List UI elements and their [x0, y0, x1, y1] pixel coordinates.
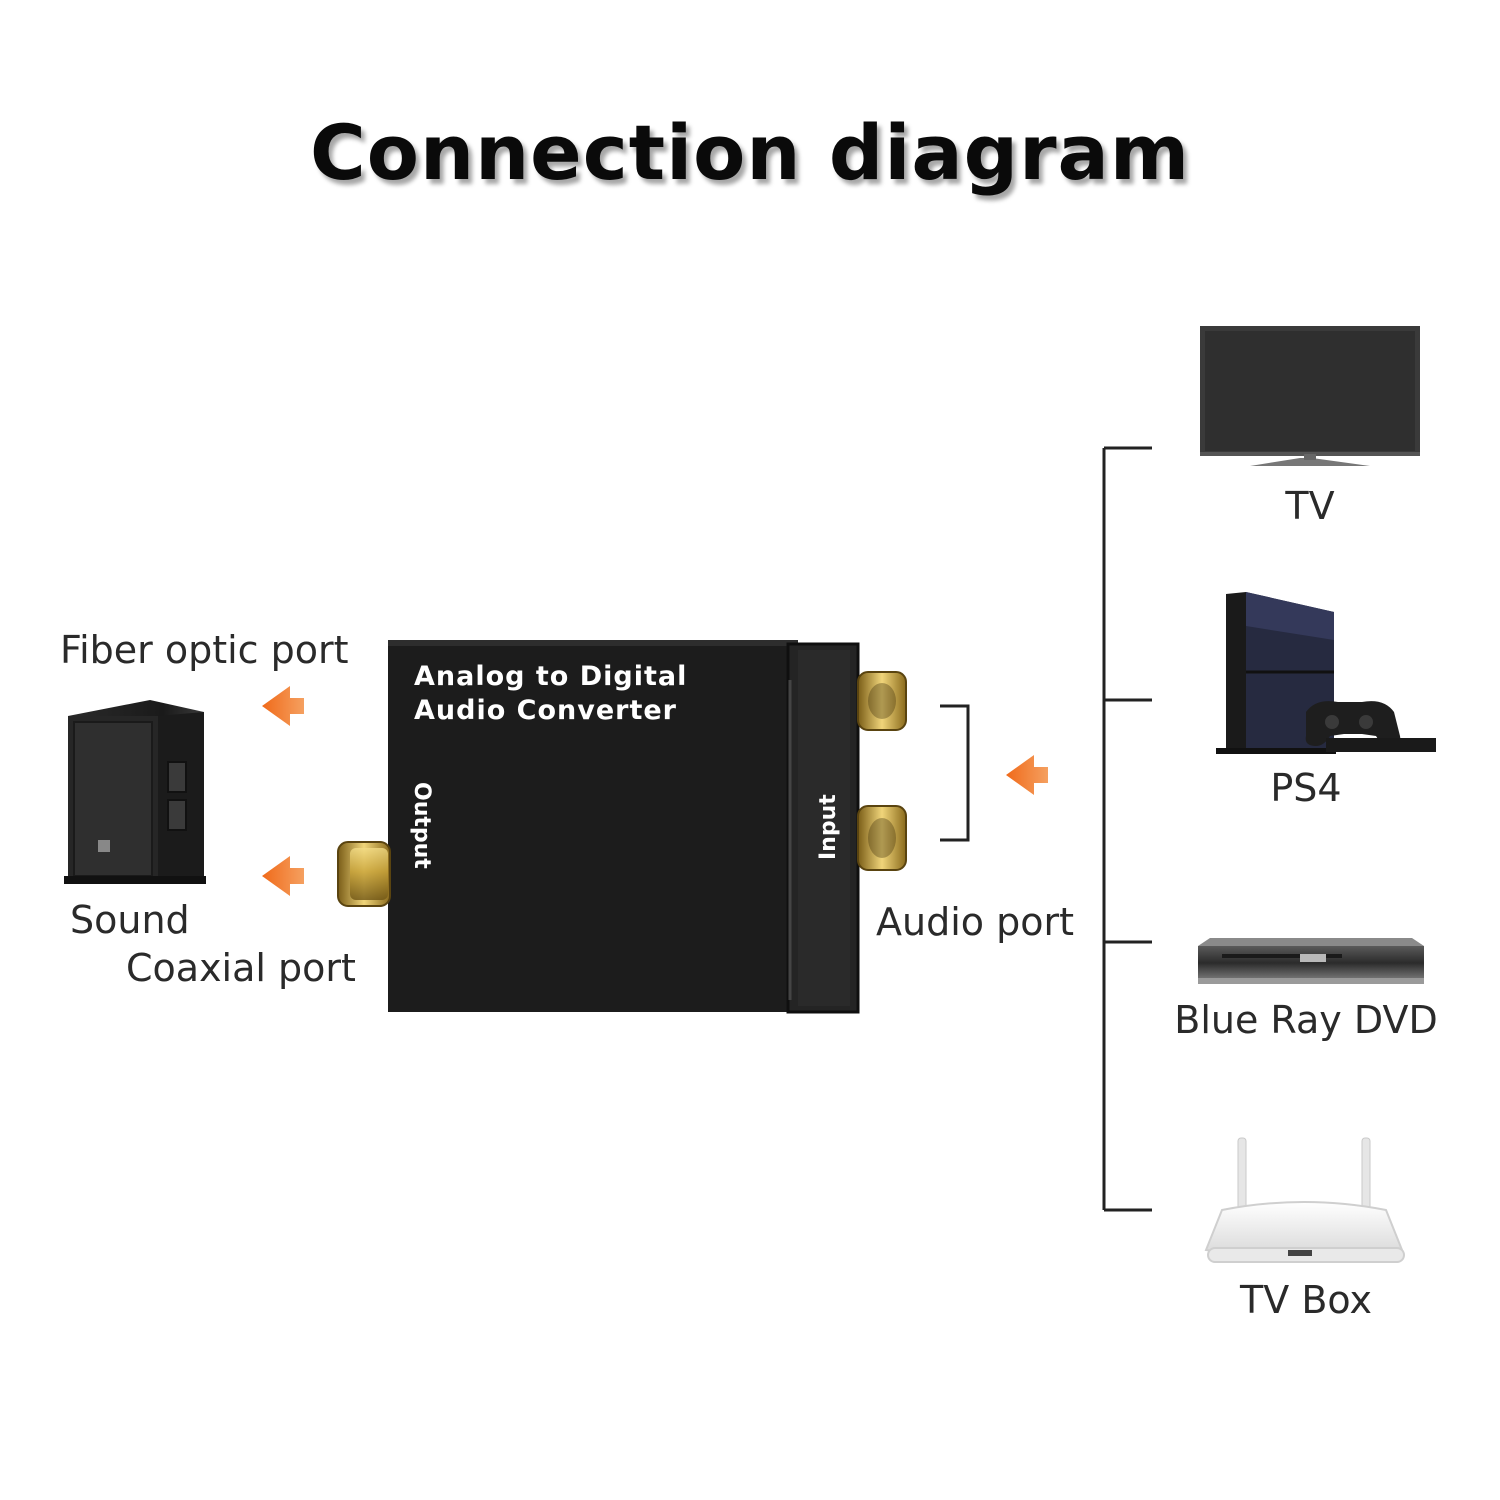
source-label-bluray: Blue Ray DVD	[1174, 998, 1438, 1042]
audio-port-label: Audio port	[876, 900, 1074, 944]
output-label: Output	[409, 782, 434, 869]
input-arrow-icon	[1006, 755, 1048, 795]
tv-icon	[1200, 326, 1420, 466]
source-label-tv: TV	[1285, 484, 1335, 528]
converter-title-line1: Analog to Digital	[414, 661, 688, 692]
ps4-icon	[1216, 592, 1436, 754]
coaxial-output-arrow-icon	[262, 856, 304, 896]
converter-title-line2: Audio Converter	[414, 695, 677, 726]
coaxial-port-label: Coaxial port	[126, 946, 356, 990]
audio-input-jack-bottom-icon	[857, 805, 907, 871]
speaker-icon	[64, 700, 206, 884]
fiber-optic-port-label: Fiber optic port	[60, 628, 349, 672]
fiber-output-arrow-icon	[262, 686, 304, 726]
bluray-player-icon	[1198, 938, 1424, 984]
source-label-ps4: PS4	[1270, 766, 1342, 810]
tv-box-icon	[1204, 1137, 1405, 1263]
input-bracket	[940, 704, 970, 842]
source-label-tv-box: TV Box	[1240, 1278, 1372, 1322]
sound-label: Sound	[70, 898, 190, 942]
converter-device	[337, 640, 907, 1014]
page-title: Connection diagram	[309, 108, 1191, 197]
coaxial-output-jack-icon	[337, 841, 391, 907]
source-bracket	[1102, 446, 1152, 1212]
input-label: Input	[816, 794, 841, 860]
audio-input-jack-top-icon	[857, 671, 907, 731]
